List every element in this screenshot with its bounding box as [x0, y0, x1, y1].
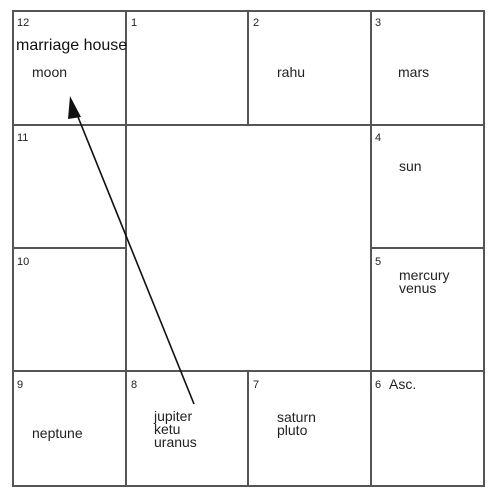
- planet-label: sun: [399, 158, 422, 174]
- planet-label: mars: [398, 64, 430, 80]
- planet-list: rahu: [277, 64, 306, 80]
- planet-label: mercury: [399, 267, 450, 283]
- marriage-house-annotation: marriage house: [16, 37, 128, 54]
- planet-label: neptune: [32, 425, 83, 441]
- planet-label: moon: [32, 64, 68, 80]
- planet-list: sun: [399, 158, 422, 174]
- planet-list: moon: [32, 64, 68, 80]
- planet-label: ketu: [154, 421, 181, 437]
- planet-label: rahu: [277, 64, 306, 80]
- ascendant-label: Asc.: [389, 376, 417, 392]
- planet-label: saturn: [277, 409, 316, 425]
- planet-label: venus: [399, 280, 437, 296]
- planet-list: mars: [398, 64, 430, 80]
- planet-label: uranus: [154, 434, 197, 450]
- house-number: 9: [17, 379, 24, 391]
- house-number: 8: [131, 379, 138, 391]
- house-number: 6: [375, 379, 382, 391]
- marriage-house-arrow: [68, 96, 195, 405]
- planet-label: pluto: [277, 422, 308, 438]
- house-number: 4: [375, 132, 382, 144]
- planet-list: saturn pluto: [277, 409, 316, 438]
- house-number: 7: [253, 379, 260, 391]
- house-number: 2: [253, 17, 260, 29]
- house-number: 10: [17, 256, 30, 268]
- planet-label: jupiter: [154, 408, 193, 424]
- arrow-head: [68, 96, 81, 119]
- house-number: 12: [17, 17, 30, 29]
- house-number: 1: [131, 17, 138, 29]
- house-number: 5: [375, 256, 382, 268]
- chart-grid: [12, 10, 485, 487]
- house-number: 3: [375, 17, 382, 29]
- planet-list: neptune: [32, 425, 83, 441]
- planet-list: jupiter ketu uranus: [154, 408, 197, 450]
- arrow-shaft: [75, 111, 195, 405]
- house-number: 11: [17, 132, 29, 144]
- planet-list: mercury venus: [399, 267, 450, 296]
